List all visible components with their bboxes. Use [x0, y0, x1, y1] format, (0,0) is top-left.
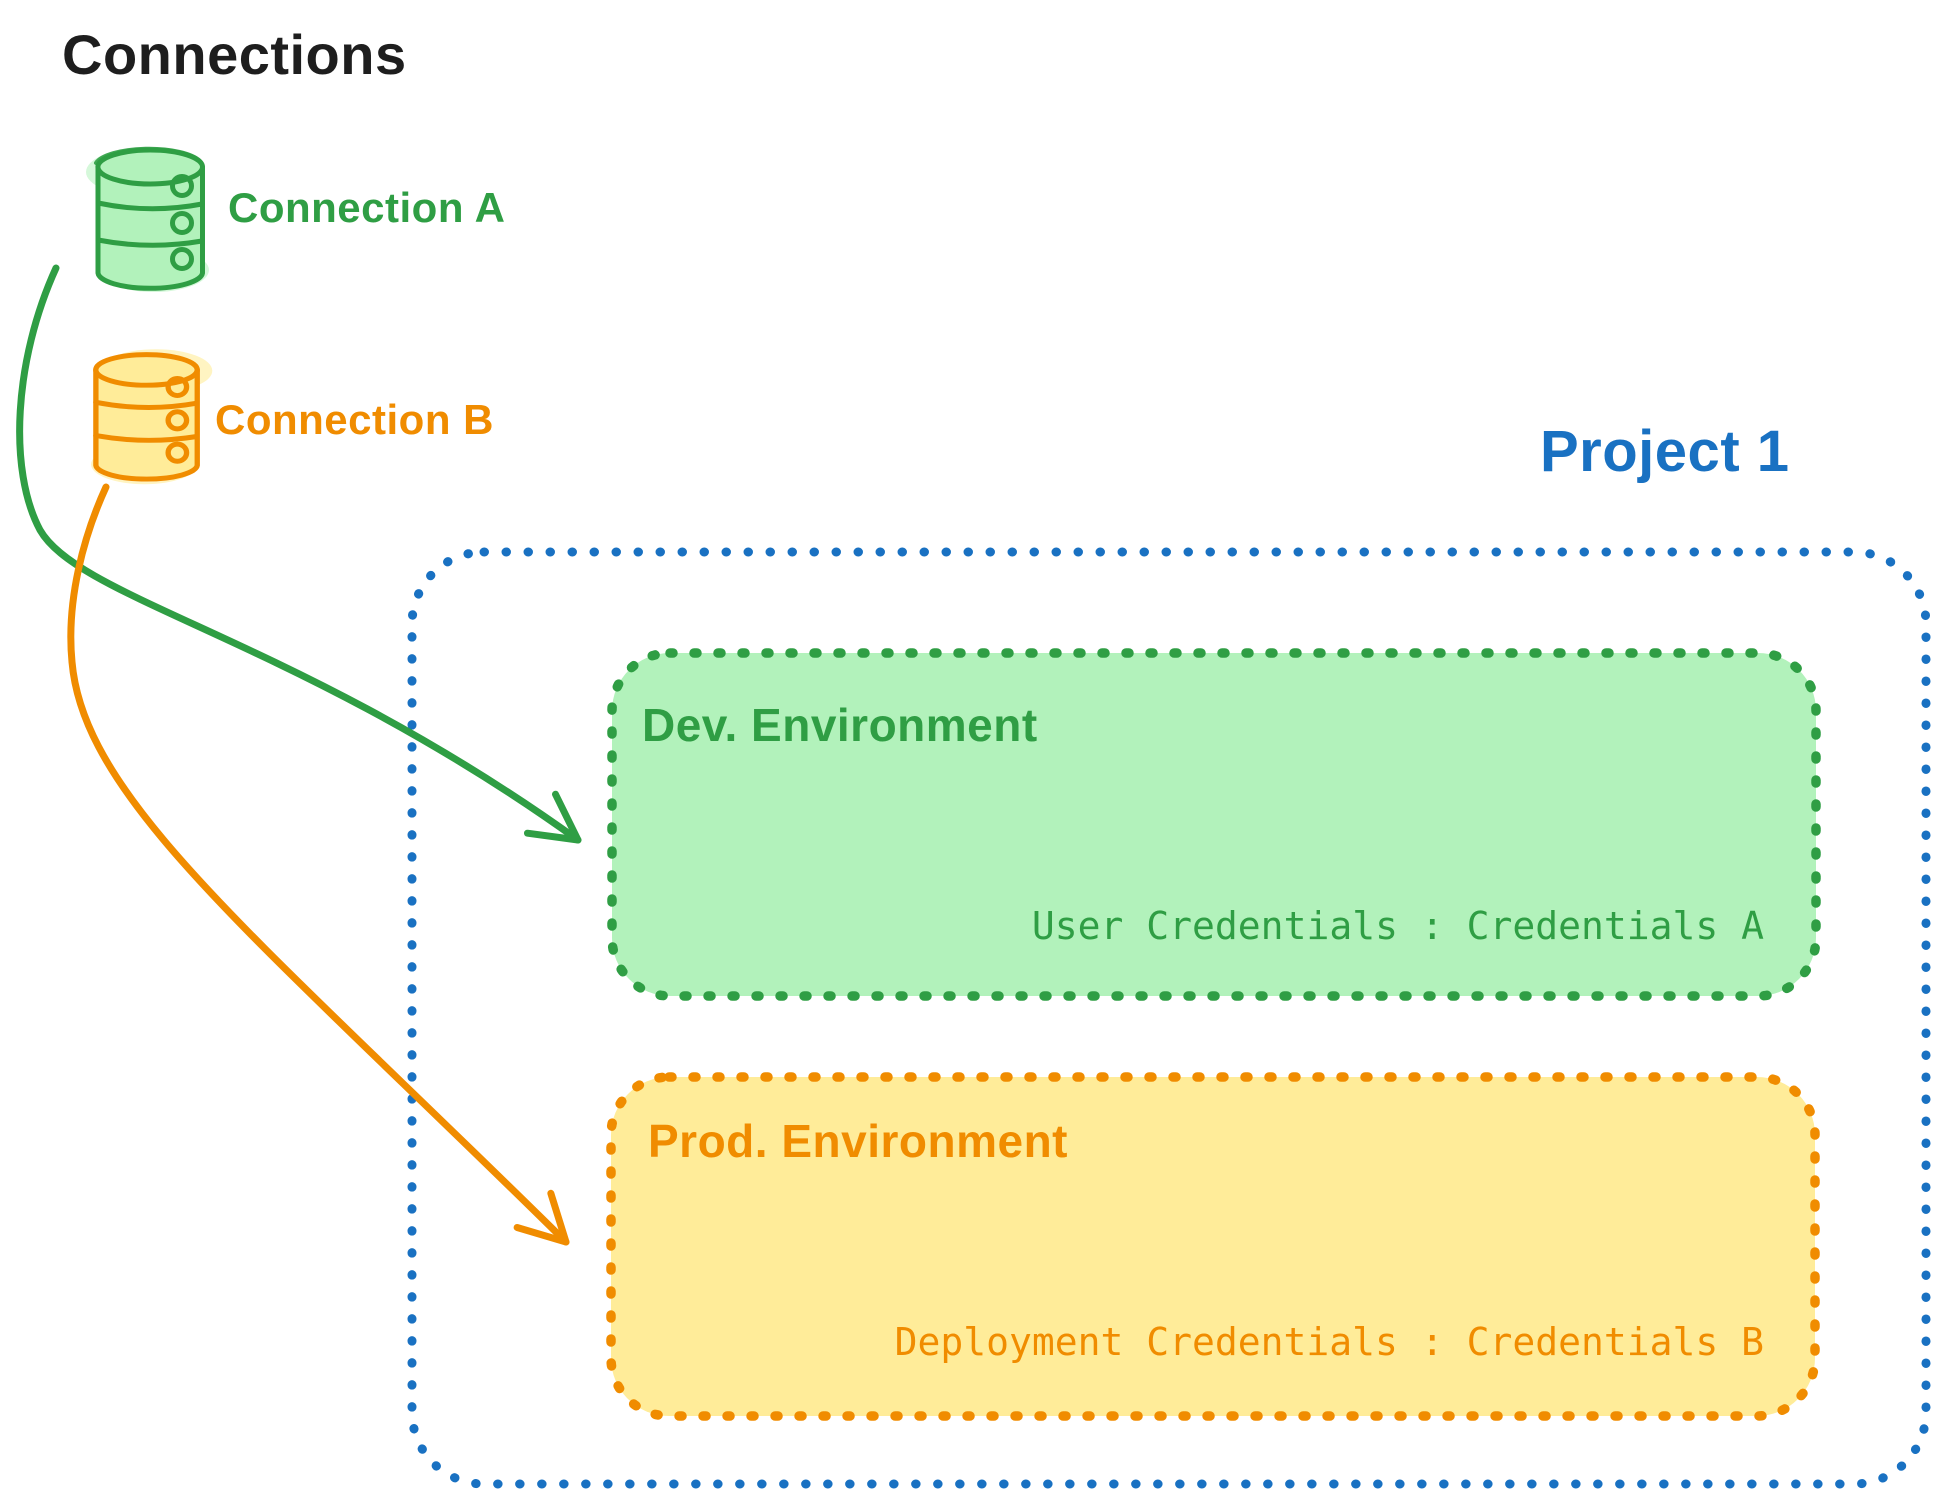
connection-b-label: Connection B [215, 396, 494, 443]
connection-b-to-prod-arrow [67, 483, 570, 1246]
dev-environment-box [607, 648, 1821, 1001]
connection-a-to-dev-arrow [16, 264, 582, 844]
dev-environment-credentials: User Credentials : Credentials A [1031, 904, 1764, 948]
prod-environment-box [606, 1072, 1820, 1421]
project-box [407, 547, 1931, 1489]
dev-environment-heading: Dev. Environment [642, 699, 1038, 751]
connection-a-database-icon [86, 146, 209, 292]
prod-environment-credentials: Deployment Credentials : Credentials B [894, 1320, 1764, 1364]
connection-a-label: Connection A [228, 184, 506, 231]
connection-b-database-icon [91, 349, 213, 485]
project-title: Project 1 [1540, 419, 1790, 484]
prod-environment-heading: Prod. Environment [648, 1115, 1068, 1167]
connections-title: Connections [62, 23, 407, 86]
